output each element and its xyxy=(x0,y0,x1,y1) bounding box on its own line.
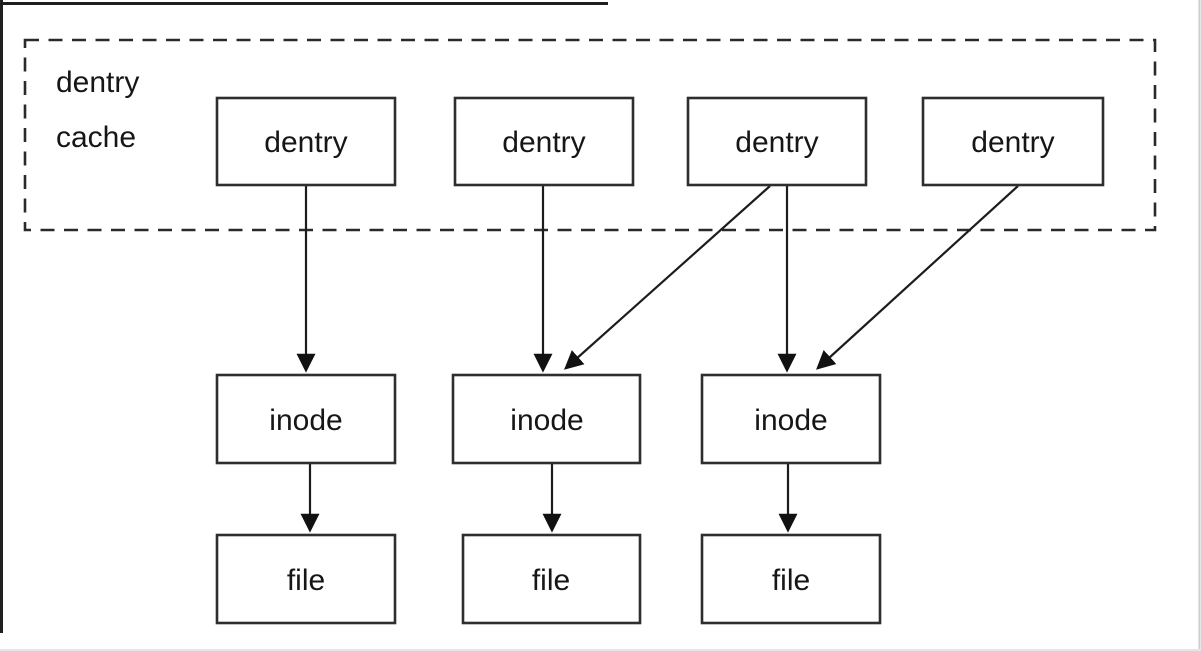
arrow-dentry3-inode2 xyxy=(564,185,771,370)
dentry-1-box xyxy=(215,96,397,187)
cache-label-line2: cache xyxy=(56,121,136,154)
dentry-3-label: dentry xyxy=(735,126,818,159)
file-3-box xyxy=(700,533,882,625)
node-file-2: file xyxy=(461,533,642,625)
file-2-label: file xyxy=(532,564,570,597)
arrow-dentry4-inode3 xyxy=(816,185,1019,370)
node-dentry-2: dentry xyxy=(453,96,635,187)
node-inode-3: inode xyxy=(700,373,882,465)
cache-label-line1: dentry xyxy=(56,66,139,99)
dentry-4-label: dentry xyxy=(971,126,1054,159)
inode-3-label: inode xyxy=(754,404,827,437)
node-dentry-1: dentry xyxy=(215,96,397,187)
dentry-3-box xyxy=(686,96,868,187)
node-dentry-4: dentry xyxy=(921,96,1105,187)
dentry-2-box xyxy=(453,96,635,187)
node-file-3: file xyxy=(700,533,882,625)
file-2-box xyxy=(461,533,642,625)
inode-3-box xyxy=(700,373,882,465)
file-1-box xyxy=(215,533,397,625)
dentry-cache-region xyxy=(23,38,1157,232)
node-inode-1: inode xyxy=(215,373,397,465)
node-dentry-3: dentry xyxy=(686,96,868,187)
file-1-label: file xyxy=(287,564,325,597)
file-3-label: file xyxy=(772,564,810,597)
dentry-1-label: dentry xyxy=(264,126,347,159)
inode-2-label: inode xyxy=(510,404,583,437)
node-file-1: file xyxy=(215,533,397,625)
edges xyxy=(296,185,1019,533)
inode-1-box xyxy=(215,373,397,465)
inode-2-box xyxy=(451,373,642,465)
dentry-2-label: dentry xyxy=(502,126,585,159)
inode-1-label: inode xyxy=(269,404,342,437)
dentry-4-box xyxy=(921,96,1105,187)
node-inode-2: inode xyxy=(451,373,642,465)
